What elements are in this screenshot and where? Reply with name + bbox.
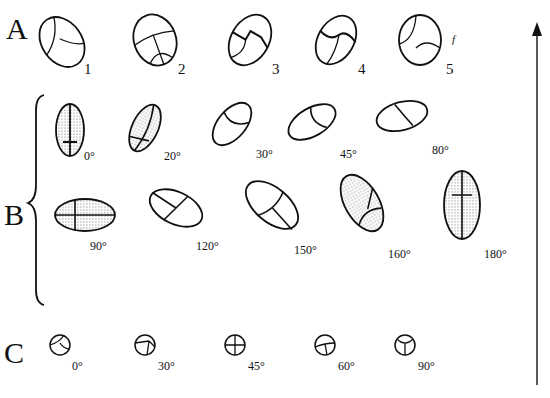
angle-label: 20° [164, 150, 181, 162]
row-letter: C [4, 338, 24, 368]
angle-label: 180° [484, 248, 507, 260]
angle-label: 150° [294, 244, 317, 256]
angle-label: 0° [84, 150, 95, 162]
row-letter: A [6, 14, 28, 44]
angle-label: 90° [418, 360, 435, 372]
angle-label: 30° [256, 148, 273, 160]
angle-label: 45° [248, 360, 265, 372]
angle-label: 45° [340, 148, 357, 160]
callout-number: 2 [178, 62, 186, 77]
angle-label: 60° [338, 360, 355, 372]
angle-label: 80° [432, 144, 449, 156]
callout-number: 1 [84, 62, 92, 77]
angle-label: 160° [388, 248, 411, 260]
callout-number: 4 [358, 62, 366, 77]
callout-number: 3 [272, 62, 280, 77]
angle-label: 90° [90, 240, 107, 252]
angle-label: 0° [72, 360, 83, 372]
stray-mark: f [452, 34, 455, 45]
angle-label: 120° [196, 240, 219, 252]
row-letter: B [4, 200, 24, 230]
callout-number: 5 [446, 62, 454, 77]
angle-label: 30° [158, 360, 175, 372]
